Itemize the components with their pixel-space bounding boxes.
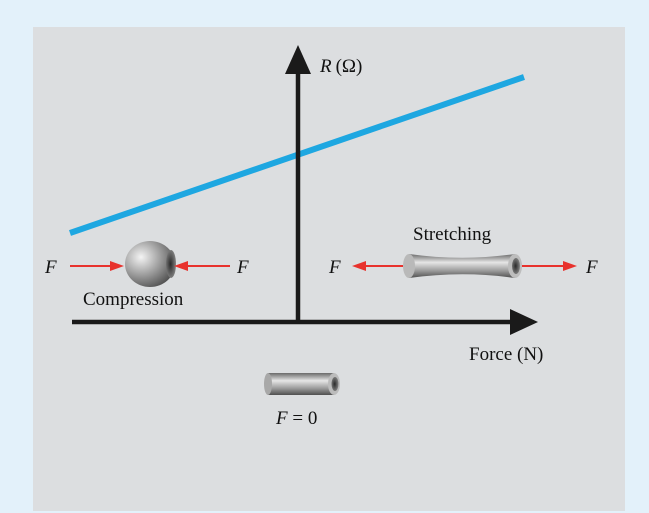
stretching-force-left-arrow <box>352 261 403 271</box>
resistance-symbol: R <box>319 56 332 77</box>
stretched-specimen <box>403 254 522 278</box>
compression-force-right-arrow <box>174 261 230 271</box>
compression-illustration: F F Compression <box>44 241 249 310</box>
rest-force-symbol: F <box>275 408 288 429</box>
rest-illustration: F = 0 <box>264 373 340 429</box>
compression-force-right-label: F <box>236 257 249 278</box>
force-axis-label: Force (N) <box>469 344 543 365</box>
force-axis <box>72 309 538 335</box>
resistance-axis-arrowhead <box>285 45 311 74</box>
compression-force-left-arrow <box>70 261 124 271</box>
stretching-illustration: Stretching F F <box>328 224 598 278</box>
resistance-axis-label: R(Ω) <box>319 56 362 77</box>
resistance-axis <box>285 45 311 322</box>
rest-force-value: = 0 <box>288 408 318 429</box>
rest-label: F = 0 <box>275 408 317 429</box>
stretching-force-left-label: F <box>328 257 341 278</box>
stretching-label: Stretching <box>413 224 492 245</box>
compression-label: Compression <box>83 289 184 310</box>
compression-force-left-label: F <box>44 257 57 278</box>
force-axis-arrowhead <box>510 309 538 335</box>
compressed-specimen <box>125 241 176 287</box>
unloaded-specimen <box>264 373 340 395</box>
stretching-force-right-arrow <box>522 261 577 271</box>
stretching-force-right-label: F <box>585 257 598 278</box>
resistance-unit: (Ω) <box>336 56 363 77</box>
